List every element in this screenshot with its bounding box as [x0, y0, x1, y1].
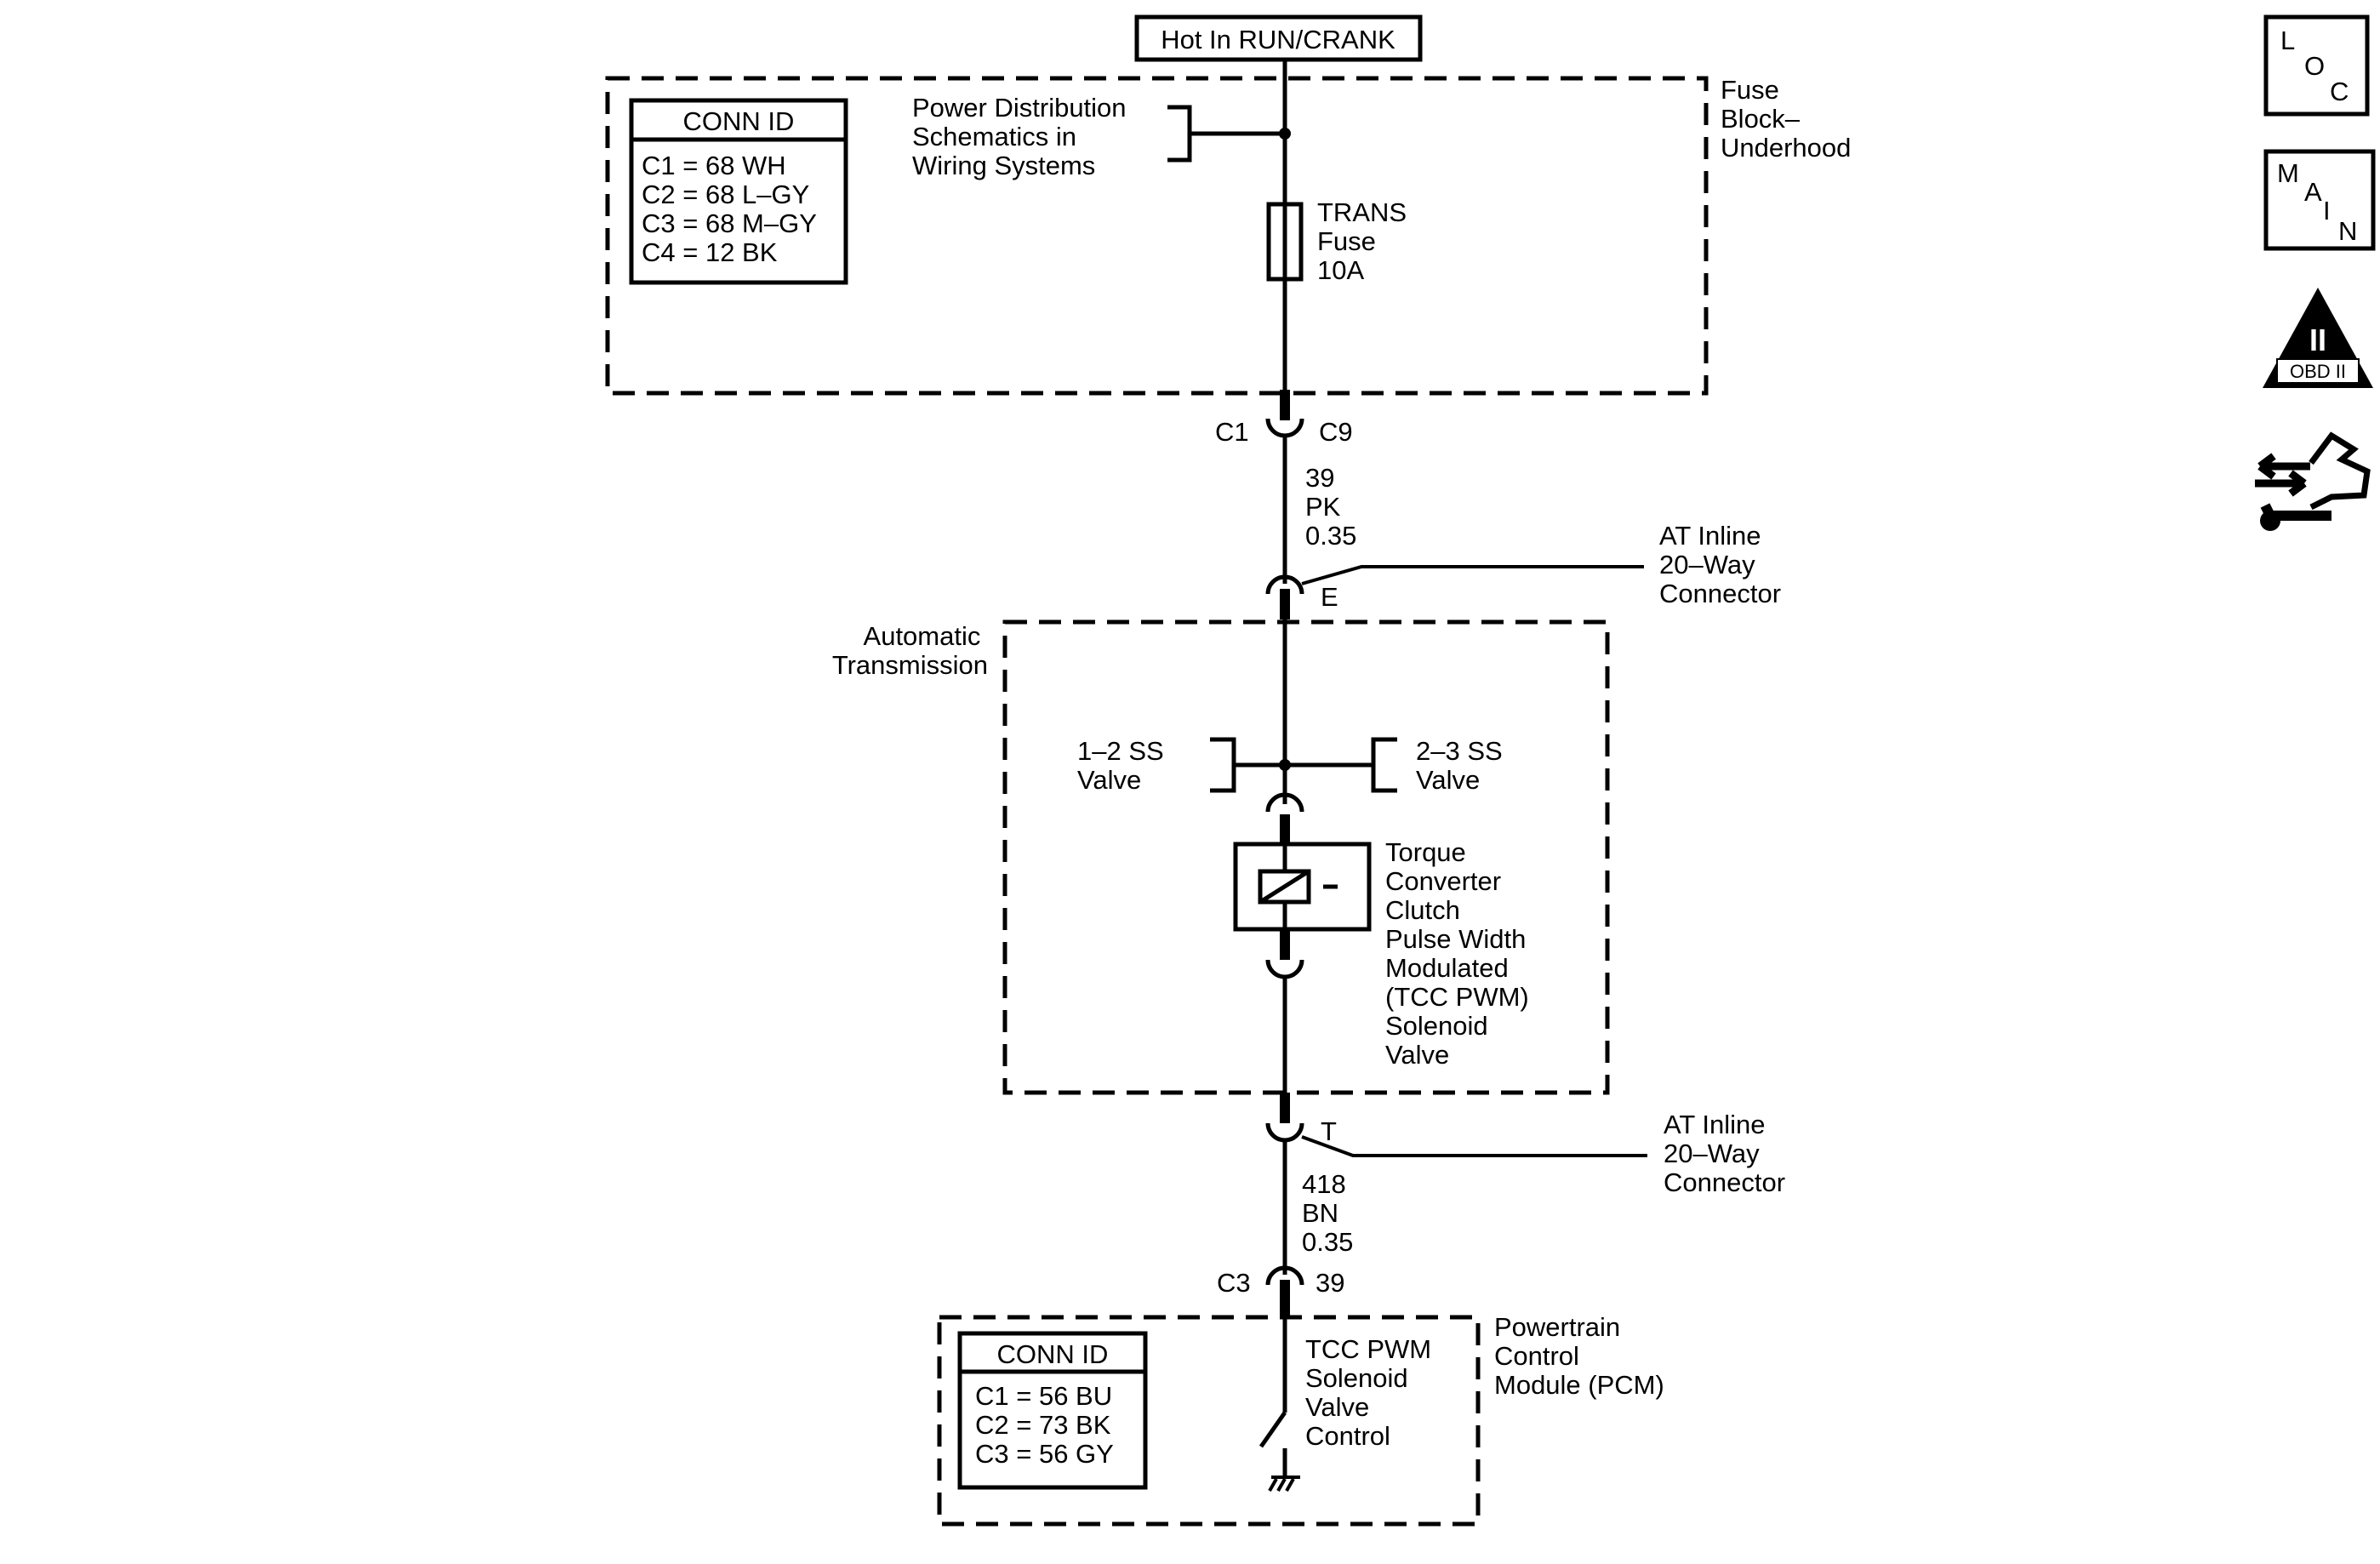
- main-icon[interactable]: M A I N: [2263, 149, 2376, 251]
- automatic-transmission: Automatic Transmission 1–2 SS Valve 2–3 …: [832, 619, 1610, 1095]
- splice-dot: [1279, 759, 1291, 771]
- internal-connector-top: [1265, 792, 1304, 813]
- obd-ii-icon[interactable]: II OBD II: [2263, 288, 2373, 388]
- connector-c3-label: C3: [1217, 1268, 1251, 1298]
- transmission-outline: [1002, 619, 1610, 1095]
- power-distribution-bracket: [1167, 105, 1285, 163]
- inline-t-pin: T: [1321, 1116, 1337, 1146]
- pcm-conn-id: CONN ID C1 = 56 BU C2 = 73 BK C3 = 56 GY: [957, 1331, 1148, 1490]
- svg-text:A: A: [2304, 177, 2322, 207]
- power-source-box: [1134, 14, 1423, 62]
- power-distribution-reference: Power Distribution Schematics in Wiring …: [912, 93, 1133, 180]
- svg-text:O: O: [2304, 51, 2325, 81]
- connector-c3-39: C3 39: [1217, 1265, 1344, 1317]
- svg-text:M: M: [2277, 158, 2299, 188]
- splice-dot: [1279, 128, 1291, 140]
- inline-leader-line: [1301, 565, 1644, 585]
- power-source: Hot In RUN/CRANK: [1134, 14, 1423, 62]
- valve-2-3-bracket: [1285, 737, 1397, 793]
- inline-connector-e: E AT Inline 20–Way Connector: [1265, 521, 1781, 619]
- connector-39-label: 39: [1316, 1268, 1344, 1298]
- conn-id-row: C1 = 68 WH: [642, 151, 786, 180]
- diagnostic-wrench-icon[interactable]: [2255, 431, 2371, 531]
- fuse-block-conn-id: CONN ID C1 = 68 WH C2 = 68 L–GY C3 = 68 …: [629, 98, 848, 285]
- connector-c9-label: C9: [1319, 417, 1353, 447]
- valve-1-2-label: 1–2 SS Valve: [1077, 736, 1171, 795]
- transmission-label: Automatic Transmission: [832, 621, 988, 680]
- svg-text:N: N: [2338, 216, 2357, 246]
- wire-418-label: 418 BN 0.35: [1302, 1169, 1353, 1257]
- loc-icon[interactable]: L O C: [2263, 14, 2370, 117]
- pcm-control-label: TCC PWM Solenoid Valve Control: [1305, 1334, 1439, 1451]
- inline-connector-t: T AT Inline 20–Way Connector: [1265, 1093, 1785, 1197]
- tcc-pwm-solenoid-label: Torque Converter Clutch Pulse Width Modu…: [1385, 837, 1536, 1070]
- svg-text:I: I: [2323, 196, 2331, 225]
- conn-id-title: CONN ID: [683, 106, 795, 136]
- connector-socket: [1265, 1122, 1304, 1143]
- inline-e-label: AT Inline 20–Way Connector: [1659, 521, 1781, 608]
- connector-socket: [1265, 574, 1304, 595]
- conn-id-row: C3 = 56 GY: [975, 1439, 1114, 1469]
- conn-id-frame: [629, 98, 848, 285]
- svg-text:C: C: [2330, 77, 2349, 106]
- power-source-label: Hot In RUN/CRANK: [1161, 25, 1395, 54]
- svg-text:II: II: [2309, 323, 2326, 357]
- conn-id-row: C2 = 73 BK: [975, 1410, 1111, 1440]
- connector-c1-c9: C1 C9: [1215, 390, 1353, 447]
- svg-text:L: L: [2280, 26, 2295, 55]
- conn-id-row: C4 = 12 BK: [642, 237, 778, 267]
- trans-fuse-label: TRANS Fuse 10A: [1317, 197, 1414, 285]
- pcm-label: Powertrain Control Module (PCM): [1494, 1312, 1664, 1400]
- solenoid-coil-diagonal: [1258, 869, 1310, 905]
- conn-id-row: C2 = 68 L–GY: [642, 180, 809, 209]
- inline-t-label: AT Inline 20–Way Connector: [1664, 1110, 1785, 1197]
- connector-c1-label: C1: [1215, 417, 1249, 447]
- fuse-block: Fuse Block– Underhood CONN ID C1 = 68 WH…: [605, 75, 1851, 396]
- inline-leader-line: [1301, 1135, 1647, 1157]
- pcm-switch: [1258, 1411, 1287, 1448]
- connector-socket: [1265, 1265, 1304, 1286]
- valve-1-2-bracket: [1210, 737, 1285, 793]
- connector-socket: [1265, 418, 1304, 438]
- conn-id-row: C1 = 56 BU: [975, 1381, 1112, 1411]
- obd-caption-box: [2276, 358, 2360, 384]
- powertrain-control-module: Powertrain Control Module (PCM) CONN ID …: [937, 1312, 1664, 1527]
- inline-e-pin: E: [1321, 582, 1338, 612]
- svg-text:OBD II: OBD II: [2290, 361, 2346, 382]
- conn-id-title: CONN ID: [997, 1339, 1109, 1369]
- wire-39-label: 39 PK 0.35: [1305, 463, 1356, 551]
- fuse-block-outline: [605, 76, 1709, 396]
- tcc-pwm-solenoid-box: [1233, 842, 1372, 932]
- fuse-block-label: Fuse Block– Underhood: [1721, 75, 1851, 163]
- valve-2-3-label: 2–3 SS Valve: [1416, 736, 1510, 795]
- conn-id-frame: [957, 1331, 1148, 1490]
- conn-id-row: C3 = 68 M–GY: [642, 208, 817, 238]
- ground-symbol: [1268, 1476, 1300, 1492]
- internal-connector-bottom: [1265, 959, 1304, 979]
